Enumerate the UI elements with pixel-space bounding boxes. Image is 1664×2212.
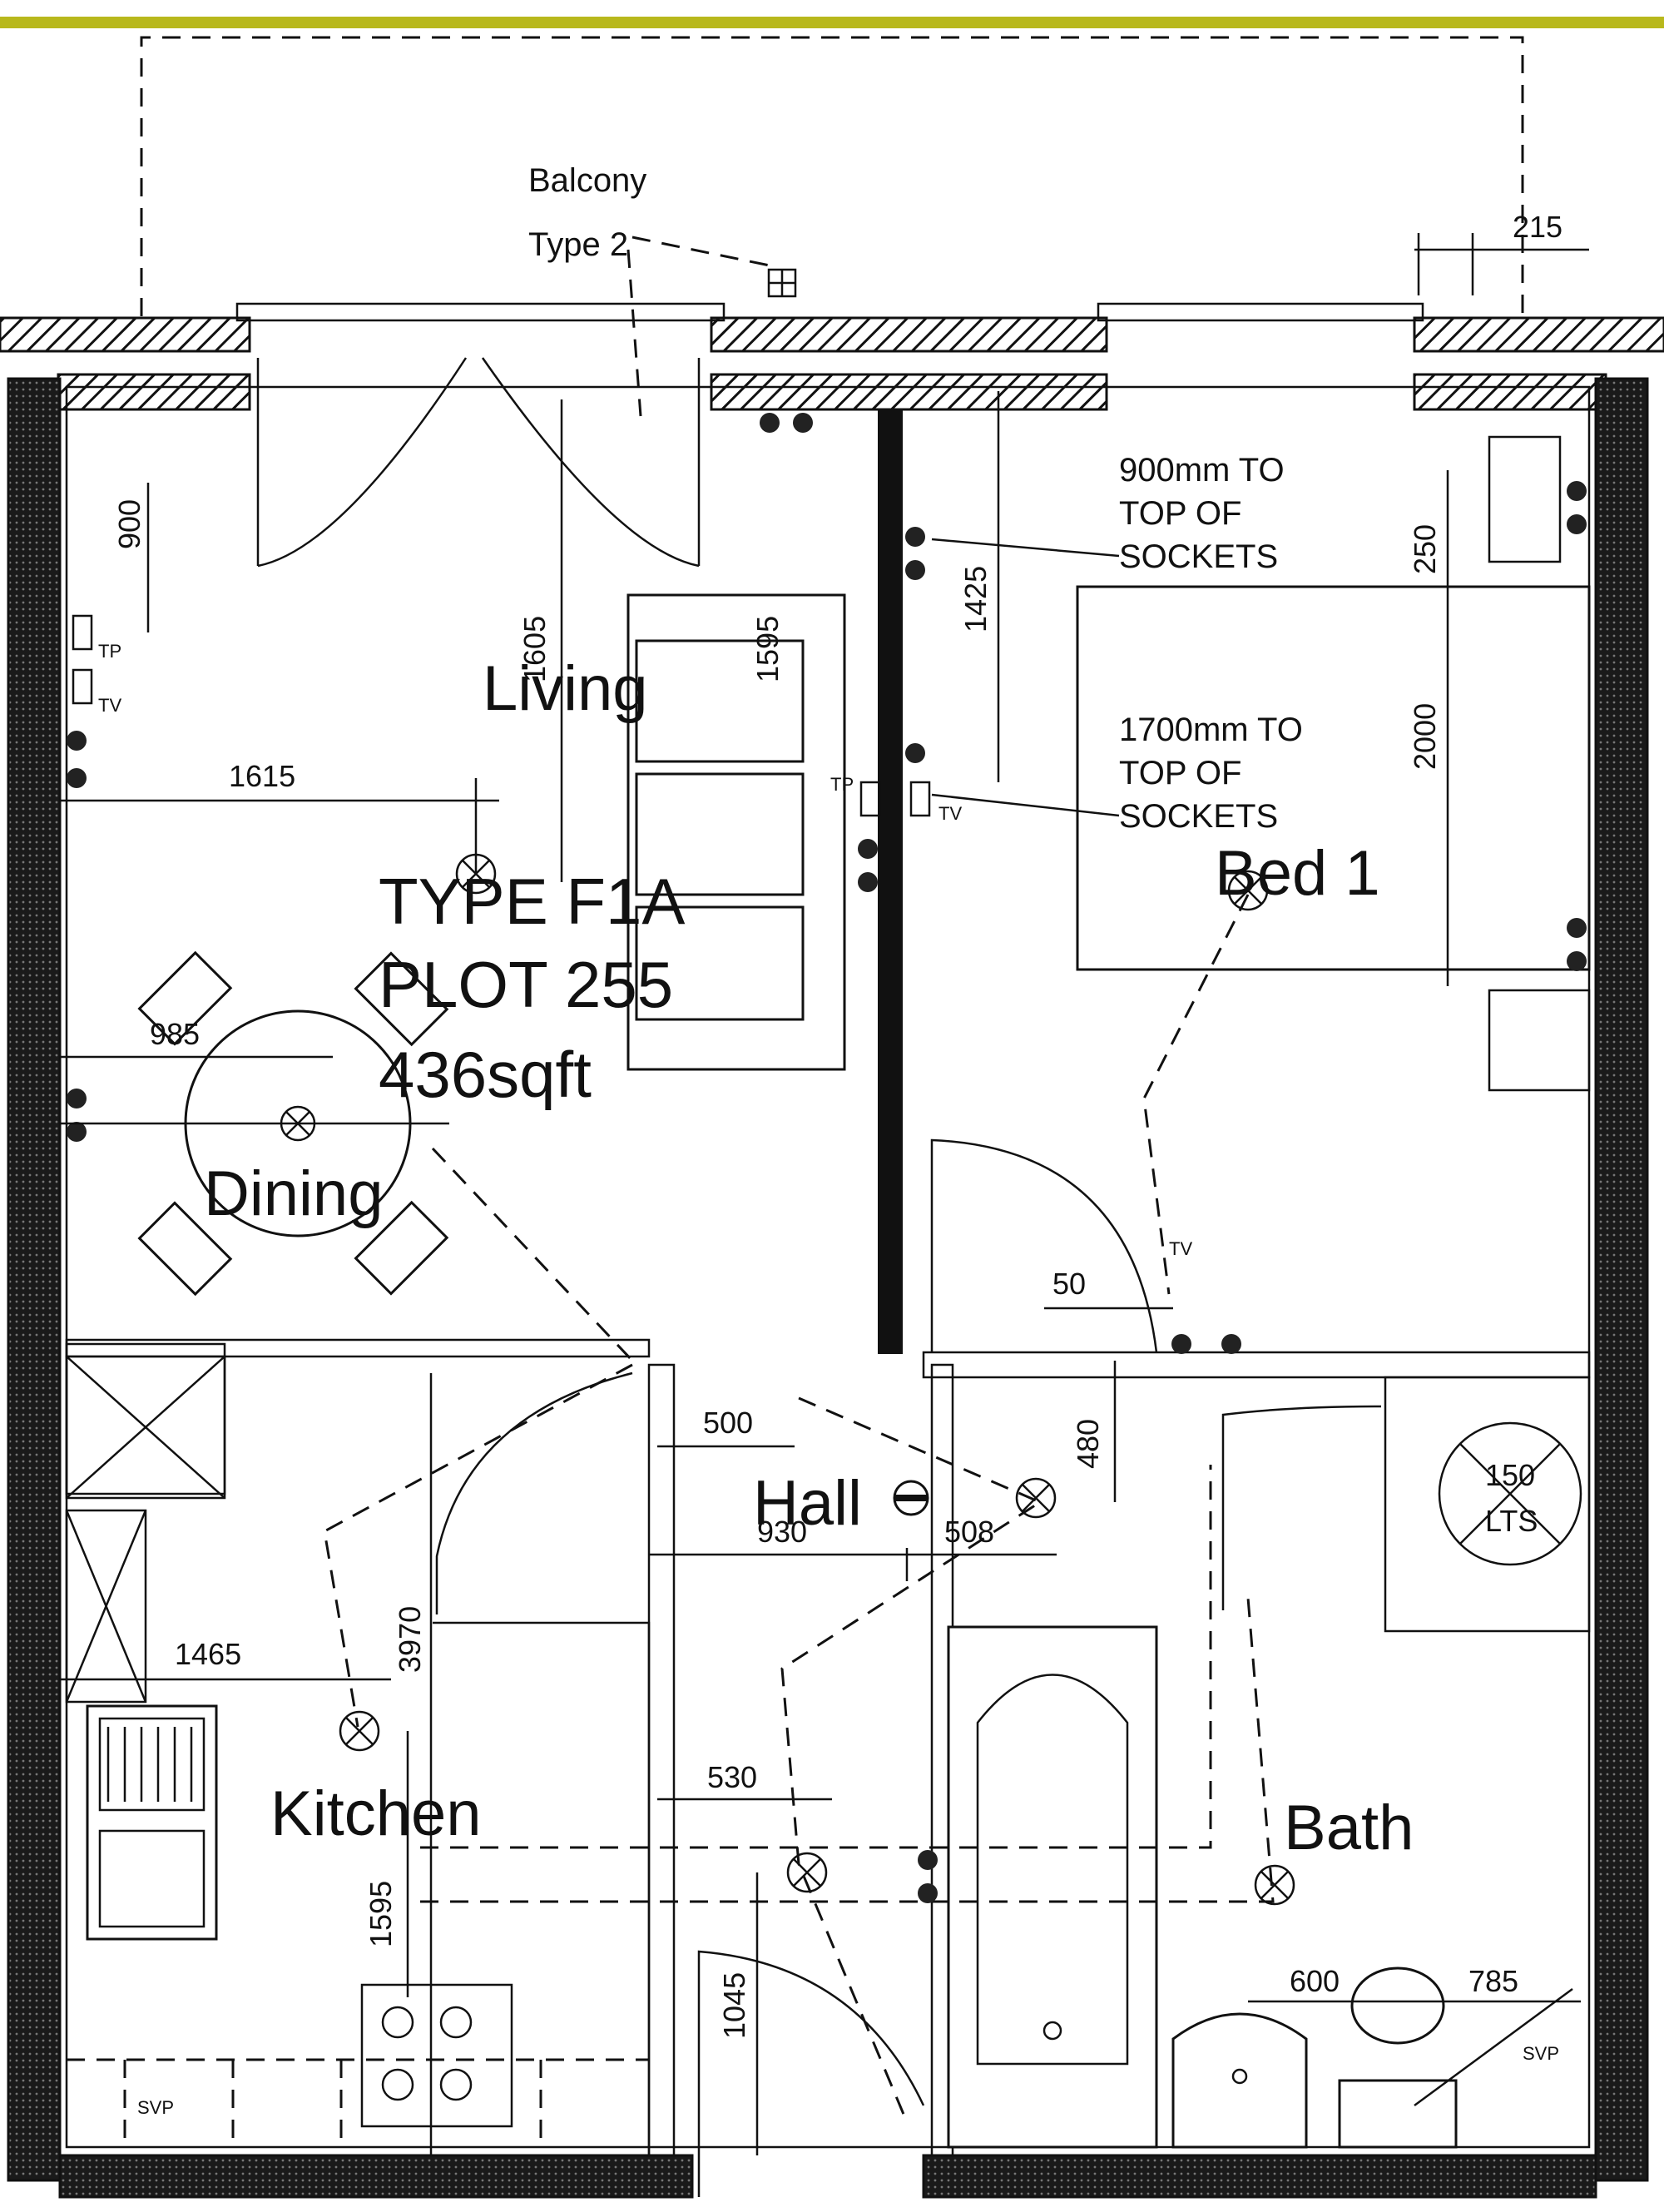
room-label-bed1: Bed 1 [1215, 838, 1380, 909]
dim-1615: 1615 [229, 759, 295, 793]
dim-50: 50 [1052, 1267, 1086, 1301]
bedroom-door[interactable] [930, 1138, 1158, 1353]
electrical-routes [323, 236, 1275, 2123]
balcony-outline [140, 36, 1524, 316]
balcony-doors[interactable] [256, 357, 701, 568]
dim-530: 530 [707, 1760, 757, 1794]
bath-door[interactable] [1221, 1405, 1382, 1610]
dim-3970: 3970 [393, 1606, 427, 1673]
dim-1595-living: 1595 [750, 616, 785, 682]
dim-600: 600 [1290, 1964, 1340, 1998]
exterior-walls [7, 377, 1649, 2199]
top-wall [0, 302, 1664, 411]
svp-line [1414, 1987, 1573, 2107]
room-label-kitchen: Kitchen [270, 1778, 482, 1849]
dim-500: 500 [703, 1406, 753, 1440]
dim-480: 480 [1071, 1419, 1105, 1469]
room-label-bath: Bath [1284, 1793, 1414, 1863]
dim-900: 900 [112, 499, 146, 549]
label-svp-left: SVP [137, 2097, 174, 2118]
plot-area: 436sqft [379, 1038, 592, 1111]
dim-1465: 1465 [175, 1637, 241, 1671]
note-900-line3: SOCKETS [1119, 538, 1278, 575]
label-svp-right: SVP [1523, 2043, 1559, 2064]
dim-930: 930 [757, 1515, 807, 1549]
note-1700-line1: 1700mm TO [1119, 712, 1303, 748]
label-tp-bed: TP [830, 774, 854, 795]
label-tv-living: TV [98, 695, 121, 716]
dim-2000: 2000 [1408, 703, 1442, 770]
label-tv-bed-door: TV [1169, 1238, 1192, 1259]
dim-215: 215 [1513, 210, 1562, 244]
plot-type: TYPE F1A [379, 865, 685, 938]
bed [1076, 435, 1591, 1092]
note-1700-line3: SOCKETS [1119, 798, 1278, 835]
kitchen-door[interactable] [435, 1371, 633, 1614]
sofa [626, 593, 846, 1071]
note-1700-leader [931, 793, 1120, 817]
dim-985: 985 [150, 1017, 200, 1051]
note-900-leader [931, 538, 1120, 558]
dim-1045: 1045 [717, 1972, 751, 2039]
note-900-line1: 900mm TO [1119, 452, 1285, 489]
room-label-living: Living [483, 653, 648, 724]
dimension-lines [60, 233, 1589, 2155]
label-tp-living: TP [98, 641, 121, 662]
note-900-line2: TOP OF [1119, 495, 1241, 532]
top-band [0, 17, 1664, 28]
dim-508: 508 [944, 1515, 994, 1549]
sockets [67, 413, 1587, 1903]
note-1700-line2: TOP OF [1119, 755, 1241, 791]
kitchen-units [65, 1355, 651, 2155]
dim-1605: 1605 [518, 616, 552, 682]
room-label-hall: Hall [753, 1468, 862, 1539]
room-label-dining: Dining [204, 1158, 383, 1229]
dim-1595-kitchen: 1595 [364, 1881, 398, 1947]
label-cylinder-150: 150 [1485, 1458, 1535, 1492]
balcony-type-label: Type 2 [528, 226, 628, 263]
washbasin [1171, 2012, 1308, 2149]
bathtub [947, 1625, 1158, 2149]
cylinder [1438, 1421, 1582, 1566]
plot-number: PLOT 255 [379, 948, 673, 1021]
label-tv-bed: TV [938, 803, 962, 824]
dim-1425: 1425 [958, 566, 993, 632]
entrance-door[interactable] [697, 1950, 925, 2197]
label-cylinder-lts: LTS [1485, 1504, 1538, 1538]
toilet [1338, 1966, 1458, 2149]
dim-250: 250 [1408, 524, 1442, 574]
balcony-label: Balcony [528, 162, 646, 199]
dim-785: 785 [1468, 1964, 1518, 1998]
